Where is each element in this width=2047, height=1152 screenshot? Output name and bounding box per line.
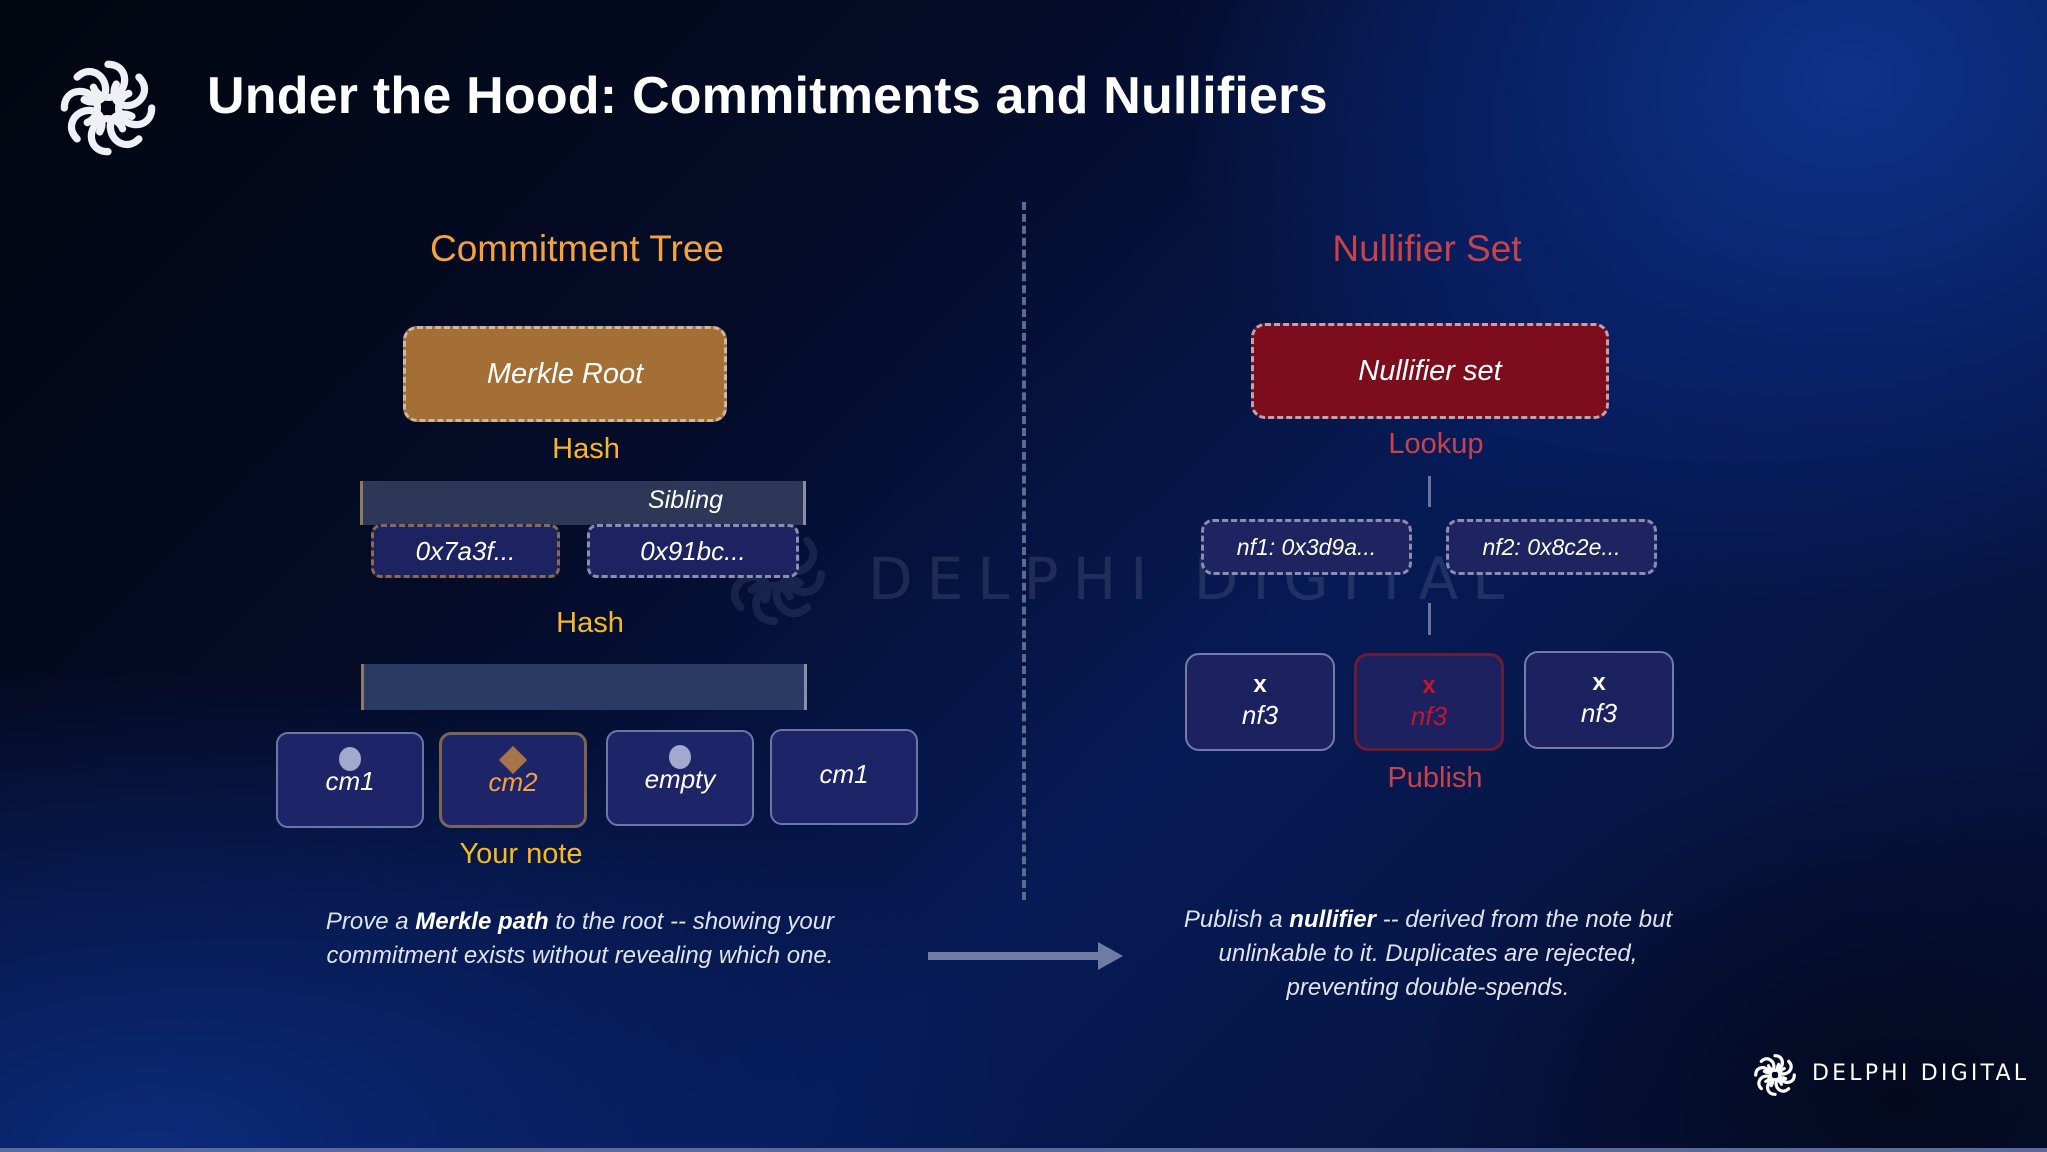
connector-line: [1428, 603, 1431, 635]
nullifier-entry-label: nf1: 0x3d9a...: [1236, 533, 1377, 560]
slide-bottom-border: [0, 1148, 2047, 1152]
leaf-label: cm1: [819, 759, 869, 789]
section-divider: [1022, 202, 1026, 900]
nullifier-set-label: Nullifier set: [1358, 354, 1502, 387]
path-hash-node: 0x7a3f...: [371, 524, 560, 578]
desc-bold: Merkle path: [415, 908, 549, 935]
circle-marker-icon: [669, 745, 691, 769]
desc-text: commitment exists without revealing whic…: [326, 942, 834, 969]
leaf-node-your-note: cm2: [439, 732, 587, 828]
connector-line: [1428, 476, 1431, 507]
desc-text: to the root -- showing your: [548, 908, 835, 935]
footer-brand-text: DELPHI DIGITAL: [1812, 1061, 2030, 1086]
nullifier-description: Publish a nullifier -- derived from the …: [1184, 903, 1672, 1005]
commitment-description: Prove a Merkle path to the root -- showi…: [326, 905, 834, 973]
sibling-hash-value: 0x91bc...: [640, 535, 746, 566]
leaf-node: cm1: [770, 729, 918, 825]
spend-nullifier-label: nf3: [1241, 700, 1279, 730]
desc-text: preventing double-spends.: [1286, 974, 1570, 1001]
x-mark-icon: x: [1253, 671, 1267, 698]
watermark-text: DELPHI DIGITAL: [868, 545, 1519, 613]
circle-marker-icon: [339, 747, 361, 771]
x-mark-icon: x: [1592, 669, 1606, 696]
nullifier-entry-label: nf2: 0x8c2e...: [1482, 533, 1621, 560]
leaf-label: cm2: [488, 767, 538, 797]
hash-label-top: Hash: [552, 433, 620, 465]
commitment-tree-title: Commitment Tree: [429, 228, 725, 269]
x-mark-icon: x: [1422, 672, 1436, 699]
spend-nullifier-label: nf3: [1410, 701, 1448, 731]
desc-text: unlinkable to it. Duplicates are rejecte…: [1218, 940, 1638, 967]
slide-title: Under the Hood: Commitments and Nullifie…: [207, 67, 1328, 125]
merkle-root-node: Merkle Root: [403, 326, 727, 422]
nullifier-set-title: Nullifier Set: [1332, 228, 1522, 269]
sibling-hash-bar: [360, 481, 806, 525]
hash-label-bottom: Hash: [556, 607, 624, 639]
nullifier-set-node: Nullifier set: [1251, 323, 1609, 419]
your-note-label: Your note: [459, 838, 583, 870]
delphi-knot-logo-icon: [56, 56, 160, 160]
path-hash-value: 0x7a3f...: [415, 535, 516, 566]
leaf-hash-bar: [361, 664, 807, 710]
desc-text: Publish a: [1183, 906, 1290, 933]
merkle-root-label: Merkle Root: [486, 357, 644, 390]
leaf-node: cm1: [276, 732, 424, 828]
spend-nullifier-label: nf3: [1580, 698, 1618, 728]
desc-text: -- derived from the note but: [1375, 906, 1673, 933]
spend-attempt-node: x nf3: [1524, 651, 1674, 749]
publish-label: Publish: [1387, 762, 1483, 794]
spend-attempt-node: x nf3: [1185, 653, 1335, 751]
nullifier-entry: nf1: 0x3d9a...: [1201, 519, 1412, 575]
sibling-hash-node: 0x91bc...: [587, 524, 799, 578]
desc-bold: nullifier: [1289, 906, 1376, 933]
spend-attempt-node-highlighted: x nf3: [1354, 653, 1504, 751]
desc-text: Prove a: [325, 908, 416, 935]
right-arrow-icon: [928, 942, 1123, 970]
leaf-label: cm1: [325, 766, 375, 796]
nullifier-entry: nf2: 0x8c2e...: [1446, 519, 1657, 575]
sibling-label: Sibling: [648, 486, 724, 514]
delphi-footer-logo-icon: [1754, 1054, 1796, 1096]
leaf-label: empty: [644, 764, 716, 794]
leaf-node: empty: [606, 730, 754, 826]
lookup-label: Lookup: [1388, 428, 1484, 460]
